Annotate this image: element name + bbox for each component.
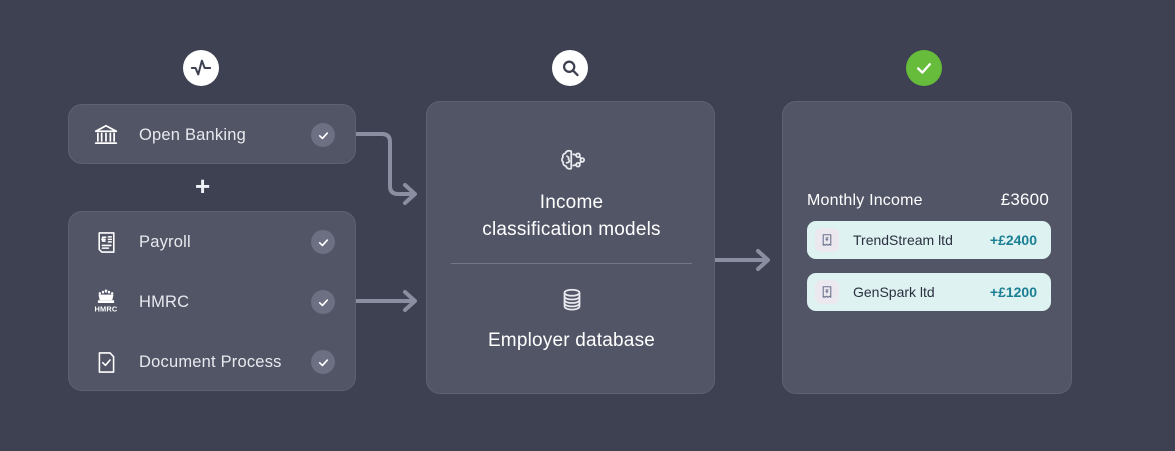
connector-sources-to-processing: [354, 290, 417, 312]
status-check-badge: [311, 123, 335, 147]
source-label: Document Process: [139, 352, 282, 371]
status-check-badge: [311, 290, 335, 314]
income-row[interactable]: TrendStream ltd +£2400: [807, 221, 1051, 259]
document-check-icon: [91, 347, 121, 377]
activity-icon: [190, 57, 212, 79]
processing-title-line2: classification models: [482, 218, 661, 240]
income-amount: +£2400: [989, 232, 1037, 248]
hmrc-crown-icon: HMRC: [91, 287, 121, 317]
status-check-badge: [311, 230, 335, 254]
stage-badge-analysis-search: [552, 50, 588, 86]
stage-badge-verified-result: [906, 50, 942, 86]
source-card-additional[interactable]: Payroll: [68, 211, 356, 391]
monthly-income-header: Monthly Income £3600: [807, 190, 1049, 210]
processing-title-line1: Employer database: [487, 330, 656, 351]
income-source-name: GenSpark ltd: [853, 284, 935, 300]
source-label: Open Banking: [139, 125, 246, 144]
monthly-income-label: Monthly Income: [807, 192, 923, 209]
check-icon: [914, 58, 934, 78]
source-label: HMRC: [139, 292, 190, 311]
connector-processing-to-result: [713, 249, 770, 271]
income-row[interactable]: GenSpark ltd +£1200: [807, 273, 1051, 311]
stage-badge-activity-pulse: [183, 50, 219, 86]
processing-block-employer-database: Employer database: [427, 286, 716, 355]
connector-openbanking-to-processing: [354, 132, 417, 205]
brain-ai-icon: [557, 146, 587, 176]
source-row-open-banking[interactable]: Open Banking: [69, 105, 355, 165]
processing-divider: [451, 263, 692, 264]
processing-title-line1: Income: [539, 192, 604, 213]
svg-text:HMRC: HMRC: [95, 304, 118, 313]
search-icon: [560, 58, 581, 79]
processing-block-income-classification: Income classification models: [427, 146, 716, 244]
plus-separator: +: [195, 171, 211, 201]
source-row-hmrc[interactable]: HMRC HMRC: [69, 272, 355, 332]
income-amount: +£1200: [989, 284, 1037, 300]
result-card[interactable]: Monthly Income £3600 TrendStream ltd +£2…: [782, 101, 1072, 394]
source-row-document-process[interactable]: Document Process: [69, 332, 355, 392]
source-row-payroll[interactable]: Payroll: [69, 212, 355, 272]
receipt-icon: [815, 280, 839, 304]
source-card-open-banking[interactable]: Open Banking: [68, 104, 356, 164]
payslip-icon: [91, 227, 121, 257]
source-label: Payroll: [139, 232, 191, 251]
monthly-income-amount: £3600: [1000, 190, 1049, 209]
bank-icon: [91, 120, 121, 150]
status-check-badge: [311, 350, 335, 374]
receipt-icon: [815, 228, 839, 252]
processing-card[interactable]: Income classification models Employer da…: [426, 101, 715, 394]
database-icon: [558, 286, 586, 314]
income-source-name: TrendStream ltd: [853, 232, 953, 248]
